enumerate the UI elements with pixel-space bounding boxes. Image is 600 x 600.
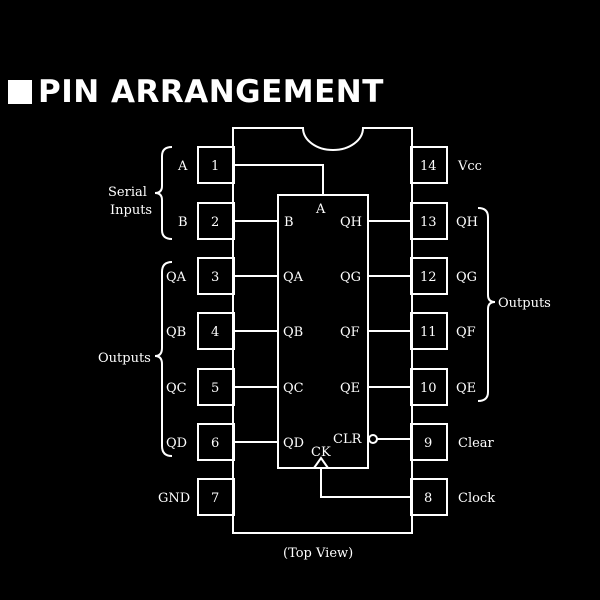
- clear-inversion-bubble: [368, 434, 378, 444]
- clock-edge-triangle: [313, 456, 329, 469]
- pin-number-4: 4: [211, 325, 219, 340]
- wire-pin8-clock: [320, 468, 411, 498]
- internal-label-clr: CLR: [333, 432, 363, 447]
- pin-box: [410, 146, 448, 184]
- package-outline: [232, 127, 413, 534]
- internal-label-b: B: [284, 215, 294, 230]
- internal-label-qe: QE: [340, 381, 360, 396]
- pin-label-qd: QD: [166, 436, 187, 451]
- internal-label-qd: QD: [283, 436, 304, 451]
- heading-title: PIN ARRANGEMENT: [38, 74, 384, 110]
- pin-label-qh: QH: [456, 215, 478, 230]
- pin-label-qf: QF: [456, 325, 476, 340]
- serial-inputs-brace: [154, 146, 173, 240]
- pin-label-qg: QG: [456, 270, 477, 285]
- pin-label-gnd: GND: [158, 491, 190, 506]
- pin-label-clock: Clock: [458, 491, 495, 506]
- heading-square-icon: [8, 80, 32, 104]
- pin-label-qa: QA: [166, 270, 187, 285]
- internal-label-qa: QA: [283, 270, 304, 285]
- pin-box: [197, 478, 235, 516]
- pin-box: [410, 423, 448, 461]
- pin-number-5: 5: [211, 381, 219, 396]
- pin-label-vcc: Vcc: [457, 159, 482, 174]
- pin-number-3: 3: [211, 270, 219, 285]
- internal-label-ck: CK: [311, 445, 331, 460]
- internal-label-a: A: [315, 202, 326, 217]
- pin-number-13: 13: [420, 215, 437, 230]
- pin-number-7: 7: [211, 491, 219, 506]
- pin-number-1: 1: [211, 159, 219, 174]
- pin-label-a: A: [177, 159, 188, 174]
- pin-number-12: 12: [420, 270, 437, 285]
- internal-label-qc: QC: [283, 381, 304, 396]
- serial-inputs-label-line1: Serial: [108, 185, 147, 200]
- pin-label-clear: Clear: [458, 436, 495, 451]
- internal-label-qg: QG: [340, 270, 361, 285]
- pin-label-qc: QC: [166, 381, 187, 396]
- outputs-left-label: Outputs: [98, 351, 151, 366]
- serial-inputs-label-line2: Inputs: [110, 203, 152, 218]
- pin-number-9: 9: [424, 436, 432, 451]
- outputs-left-brace: [154, 261, 173, 457]
- pin-number-2: 2: [211, 215, 219, 230]
- pin-label-qe: QE: [456, 381, 476, 396]
- outputs-right-brace: [477, 207, 496, 402]
- pin-number-6: 6: [211, 436, 219, 451]
- top-view-caption: (Top View): [283, 546, 353, 561]
- internal-label-qf: QF: [340, 325, 360, 340]
- pin-number-10: 10: [420, 381, 437, 396]
- pin-label-qb: QB: [166, 325, 186, 340]
- pin-number-11: 11: [420, 325, 437, 340]
- internal-wiring: [234, 164, 411, 498]
- outputs-right-label: Outputs: [498, 296, 551, 311]
- internal-label-qb: QB: [283, 325, 303, 340]
- pin-label-b: B: [178, 215, 188, 230]
- wire-pin1-a: [234, 164, 324, 195]
- internal-label-qh: QH: [340, 215, 362, 230]
- pin-number-8: 8: [424, 491, 432, 506]
- pin-number-14: 14: [420, 159, 437, 174]
